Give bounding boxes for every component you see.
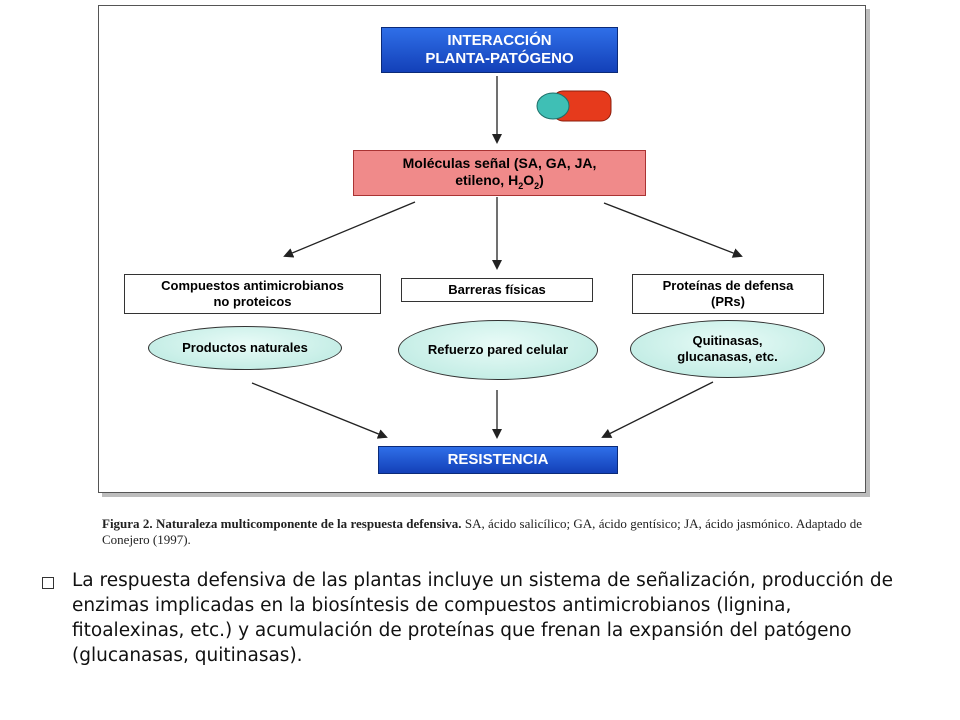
arrow-left-to-bottom (251, 382, 388, 439)
interaction-line-1: INTERACCIÓN (447, 32, 552, 49)
resistance-label: RESISTENCIA (447, 451, 549, 468)
chitinases-line-1: Quitinasas, (692, 333, 763, 349)
resistance-box: RESISTENCIA (378, 446, 618, 474)
arrow-signal-to-right (603, 202, 743, 258)
physical-barriers-box: Barreras físicas (401, 278, 593, 302)
chitinases-line-2: glucanasas, etc. (677, 349, 778, 364)
physical-barriers-label: Barreras físicas (448, 282, 546, 298)
antimicrobial-line-1: Compuestos antimicrobianos (161, 278, 344, 294)
signal-molecules-box: Moléculas señal (SA, GA, JA, etileno, H2… (353, 150, 646, 196)
arrow-signal-to-left (283, 201, 416, 258)
signal-line-1: Moléculas señal (SA, GA, JA, (402, 154, 597, 171)
figure-caption: Figura 2. Naturaleza multicomponente de … (102, 516, 862, 547)
cell-wall-reinforcement-ellipse: Refuerzo pared celular (398, 320, 598, 380)
square-bullet-icon (42, 577, 54, 589)
signal-line-2: etileno, H2O2) (455, 171, 544, 191)
bullet-paragraph: La respuesta defensiva de las plantas in… (72, 570, 893, 666)
defense-proteins-box: Proteínas de defensa (PRs) (632, 274, 824, 314)
caption-bold: Figura 2. Naturaleza multicomponente de … (102, 516, 462, 531)
cell-wall-label: Refuerzo pared celular (427, 342, 569, 358)
defense-proteins-line-2: (PRs) (711, 294, 745, 309)
capsule-icon (536, 90, 612, 122)
interaction-box: INTERACCIÓN PLANTA-PATÓGENO (381, 27, 618, 73)
antimicrobial-line-2: no proteicos (213, 294, 292, 309)
caption-rest: SA, ácido salicílico; GA, ácido gentísic… (102, 516, 862, 547)
defense-proteins-line-1: Proteínas de defensa (662, 278, 794, 294)
arrow-right-to-bottom (601, 381, 714, 438)
interaction-line-2: PLANTA-PATÓGENO (425, 50, 574, 67)
chitinases-ellipse: Quitinasas, glucanasas, etc. (630, 320, 825, 378)
antimicrobial-compounds-box: Compuestos antimicrobianos no proteicos (124, 274, 381, 314)
natural-products-label: Productos naturales (182, 340, 308, 356)
natural-products-ellipse: Productos naturales (148, 326, 342, 370)
